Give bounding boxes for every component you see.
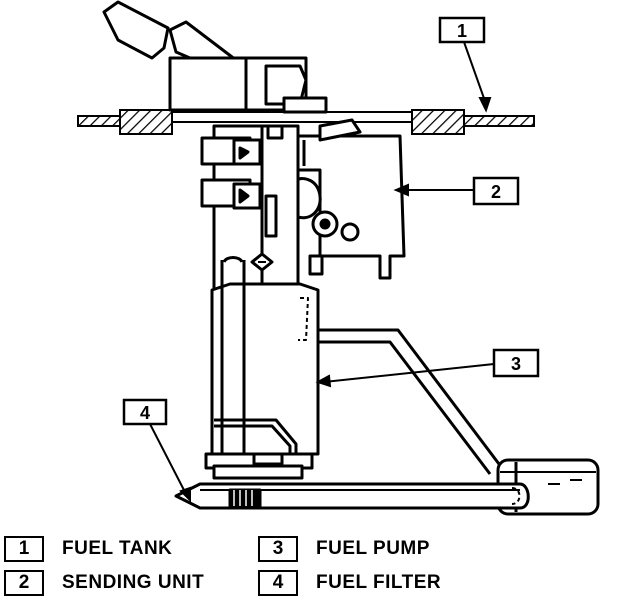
fuel-tank-wall [77,109,535,135]
callout-1: 1 [438,16,486,44]
fuel-filter [174,482,530,510]
leader-lines [149,41,495,503]
legend-item-fuel-tank: 1 FUEL TANK [4,534,172,564]
legend-label: FUEL TANK [62,538,173,559]
legend-item-sending-unit: 2 SENDING UNIT [4,568,204,598]
legend: 1 FUEL TANK 2 SENDING UNIT 3 FUEL PUMP 4… [0,530,624,600]
callout-1-number: 1 [457,21,467,41]
callout-4: 4 [122,398,168,426]
legend-number: 4 [258,570,298,596]
legend-number: 3 [258,536,298,562]
fuel-pump [204,256,320,480]
legend-item-fuel-filter: 4 FUEL FILTER [258,568,441,598]
legend-label: FUEL FILTER [316,572,442,593]
legend-label: FUEL PUMP [316,538,430,559]
legend-item-fuel-pump: 3 FUEL PUMP [258,534,430,564]
sending-unit [285,118,406,280]
callout-3-number: 3 [511,354,521,374]
callout-3: 3 [492,348,540,378]
legend-number: 2 [4,570,44,596]
fuel-line-fittings [102,0,328,114]
mounting-bracket [200,124,324,292]
callout-2: 2 [472,176,520,206]
legend-number: 1 [4,536,44,562]
callout-4-number: 4 [140,403,150,423]
callout-2-number: 2 [491,182,501,202]
legend-label: SENDING UNIT [62,572,205,593]
return-tube [318,328,504,475]
